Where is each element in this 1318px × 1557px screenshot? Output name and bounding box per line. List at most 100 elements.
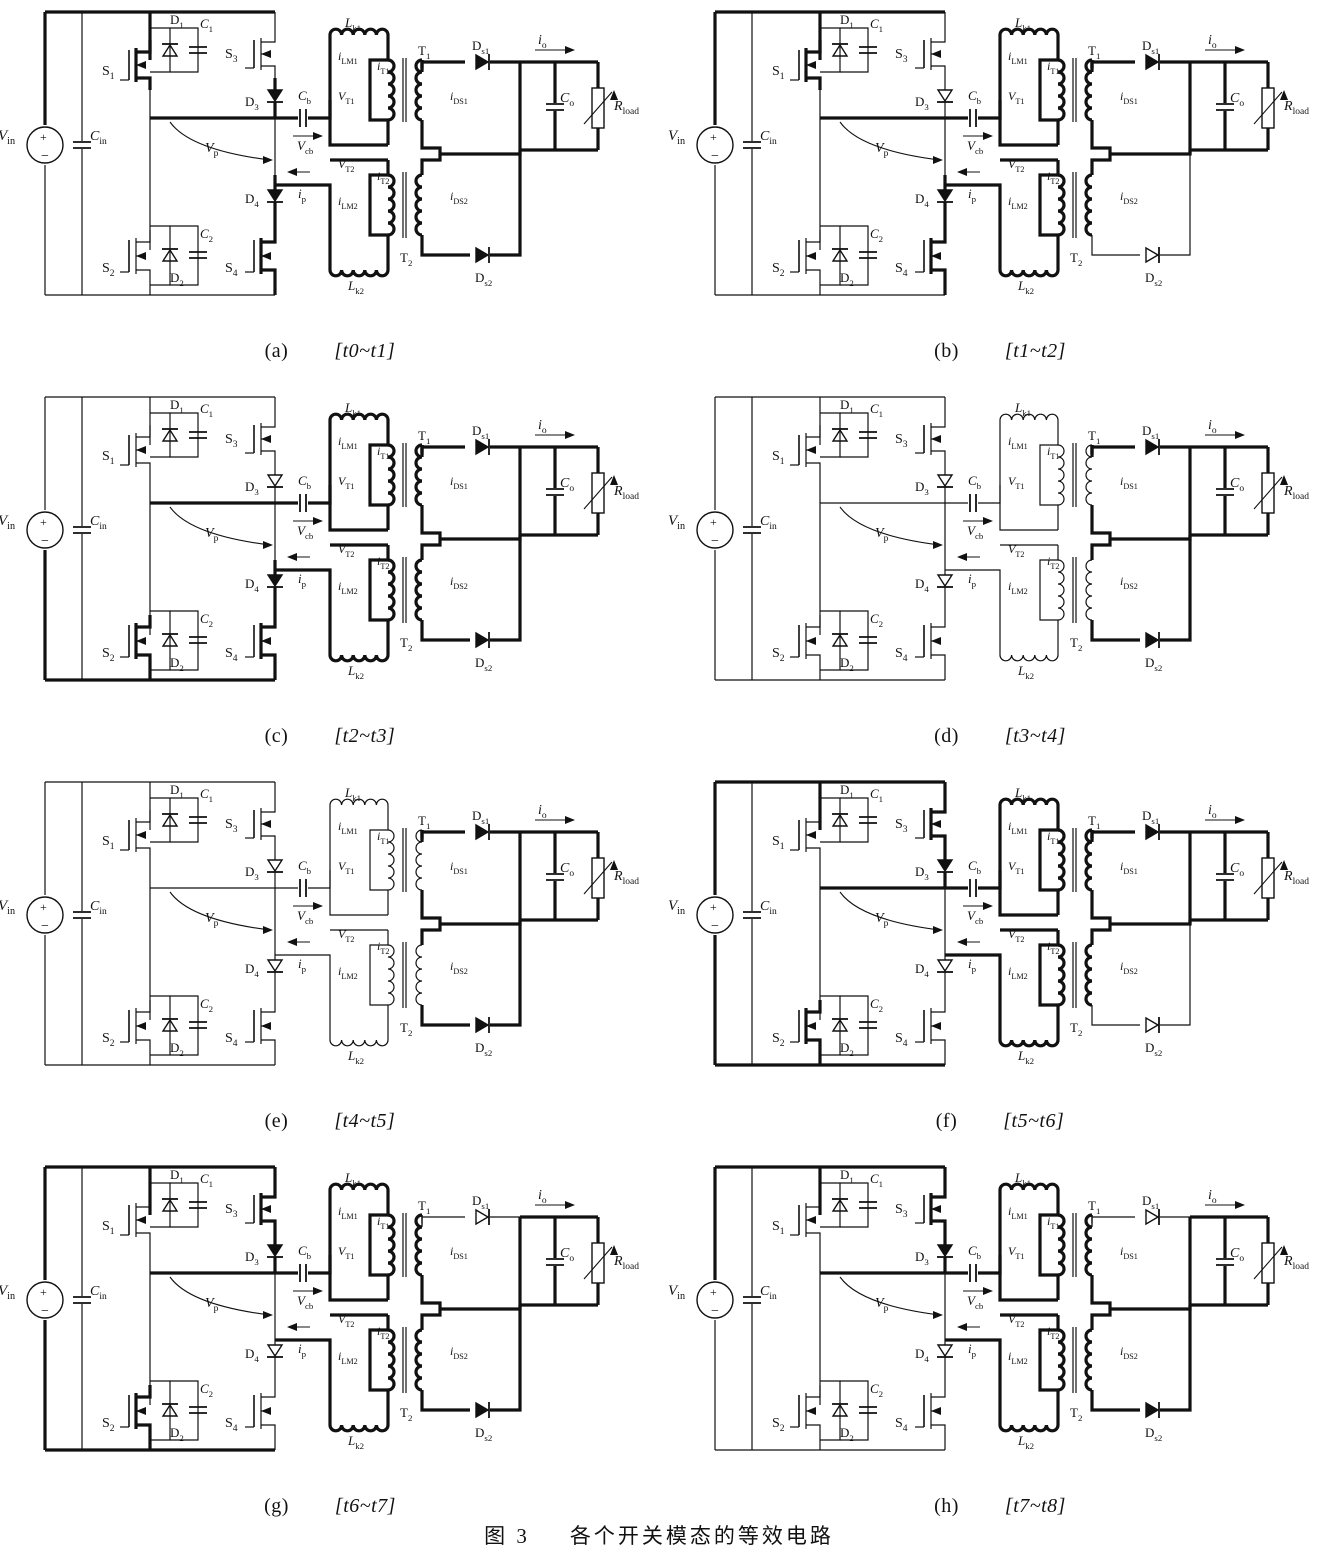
s3-switch-icon-source (261, 835, 276, 848)
cb-label: Cb (968, 1243, 982, 1261)
s4-switch-icon-drain (261, 1385, 276, 1398)
s4-switch-icon-source (931, 268, 947, 282)
rload-variable-arrow (1253, 1246, 1283, 1280)
lm1-branch (368, 35, 390, 145)
vin-plus: + (710, 1285, 717, 1299)
s3-switch-icon-drain (931, 800, 947, 814)
s1-switch-icon-source (806, 847, 821, 860)
d1-label: D1 (840, 1167, 854, 1185)
vt2-label: VT2 (338, 542, 354, 559)
vin-minus: − (41, 1304, 49, 1319)
d2-diode-icon (161, 633, 179, 647)
ds2-diode-icon (1145, 246, 1160, 264)
rload-label: Rload (613, 484, 639, 502)
s1-switch-icon-drain (136, 810, 151, 823)
d1-box (150, 27, 171, 73)
t1-label: T1 (1088, 428, 1100, 446)
center-tap (420, 120, 442, 175)
d1-box (150, 797, 171, 843)
cb-label: Cb (298, 858, 312, 876)
s3-switch-icon-drain (931, 30, 946, 43)
lk1-label: Lk1 (1014, 15, 1031, 33)
ds2-diode-icon (475, 246, 490, 264)
vcb-label: Vcb (967, 523, 984, 541)
s4-switch-icon-drain (931, 615, 946, 628)
s1-switch-icon (120, 1195, 151, 1245)
ip-label: ip (298, 956, 307, 974)
s4-label: S4 (225, 261, 238, 279)
figure-title: 各个开关模态的等效电路 (569, 1524, 834, 1548)
lk1-return (329, 870, 388, 916)
d3-label: D3 (915, 864, 929, 882)
vin-label: Vin (0, 898, 15, 917)
s2-switch-icon (790, 615, 821, 667)
circuit-diagram: +−VinCinS1S2D1C1D2C2S3D3D4S4CbVcbVpipLk1… (0, 1165, 639, 1452)
s4-switch-icon (915, 615, 946, 667)
c2-box (840, 1380, 869, 1441)
lk1-return (998, 870, 1058, 917)
s3-switch-icon (915, 30, 946, 78)
t2-primary-coil-icon (387, 1328, 396, 1392)
s1-label: S1 (102, 449, 115, 467)
co-label: Co (1230, 1246, 1244, 1264)
lk1-label: Lk1 (344, 15, 361, 33)
lk2-inductor-icon (998, 269, 1060, 278)
ip-wire (945, 1338, 1002, 1370)
lk1-label: Lk1 (1014, 785, 1031, 803)
s3-switch-icon-drain (261, 30, 276, 43)
t2-primary-coil-icon (1057, 173, 1066, 237)
rload-variable-arrow (583, 1246, 613, 1280)
panel-caption: (a)[t0~t1] (20, 340, 640, 363)
vin-label: Vin (0, 513, 15, 532)
ids2-label: iDS2 (450, 1344, 468, 1361)
ip-label: ip (968, 956, 977, 974)
s2-switch-icon-drain (136, 1000, 151, 1013)
vt2-label: VT2 (1008, 542, 1024, 559)
s1-label: S1 (102, 1219, 115, 1237)
ids1-label: iDS1 (450, 859, 468, 876)
cb-wire-right (978, 100, 1002, 120)
d2-label: D2 (170, 1040, 184, 1058)
co-label: Co (1230, 861, 1244, 879)
panel-letter: (d) (934, 725, 959, 747)
rload-label: Rload (613, 99, 639, 117)
ds2-label: Ds2 (475, 655, 492, 673)
panel-letter: (g) (264, 1495, 289, 1517)
s4-switch-icon-source (931, 1039, 946, 1052)
rload-arrow-head (610, 90, 618, 100)
lk1-label: Lk1 (344, 1170, 361, 1188)
ds2-wire-right (1160, 154, 1191, 256)
d1-label: D1 (840, 12, 854, 30)
lk2-label: Lk2 (1017, 1433, 1034, 1451)
d1-diode-icon (831, 813, 849, 827)
s1-switch-icon-source (136, 462, 151, 475)
it2-label: iT2 (377, 939, 389, 956)
lk1-label: Lk1 (344, 400, 361, 418)
io-arrow (1235, 431, 1245, 439)
ip-wire (945, 183, 1002, 215)
vin-minus: − (41, 534, 49, 549)
ilm2-label: iLM2 (1008, 964, 1028, 981)
io-label: io (538, 803, 547, 821)
cin-label: Cin (760, 899, 777, 917)
ids2-label: iDS2 (1120, 959, 1138, 976)
vp-curve (169, 506, 271, 546)
t2-primary-coil-icon (387, 558, 396, 622)
s2-switch-icon-source (136, 269, 151, 282)
vcb-arrow (983, 1287, 993, 1295)
c2-box (170, 225, 199, 286)
t2-label: T2 (1070, 635, 1082, 653)
panel-interval: [t5~t6] (1003, 1110, 1065, 1132)
vin-label: Vin (0, 128, 15, 147)
s2-switch-icon (790, 1385, 821, 1437)
t1-label: T1 (1088, 1198, 1100, 1216)
s1-switch-icon (120, 40, 152, 90)
vp-label: Vp (205, 526, 219, 544)
d1-diode-icon (831, 43, 849, 57)
return-wire (1110, 1305, 1192, 1311)
c1-box (170, 412, 199, 458)
t1-label: T1 (418, 428, 430, 446)
ids2-label: iDS2 (1120, 574, 1138, 591)
